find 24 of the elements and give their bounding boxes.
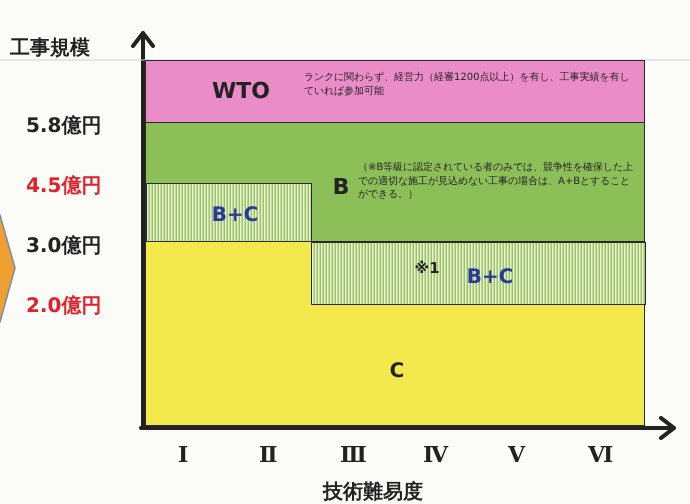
axis-title: 技術難易度: [323, 478, 423, 504]
axis-title: 工事規模: [10, 34, 90, 61]
tick-label: 2.0億円: [26, 292, 102, 319]
region-label: B+C: [210, 201, 260, 228]
tick-label: Ⅱ: [259, 442, 278, 468]
region-label: C: [388, 357, 406, 384]
note-text: ランクに関わらず、経営力（経審1200点以上）を有し、工事実績を有していれば参加可能: [304, 71, 630, 98]
note-text: （※B等級に認定されている者のみでは、競争性を確保した上での適切な施工が見込めない工事の場合は、A+Bとすることができる。）: [358, 161, 634, 202]
tick-label: Ⅲ: [340, 442, 367, 468]
b-band: [145, 122, 645, 243]
tick-label: 3.0億円: [26, 232, 102, 259]
tick-label: Ⅵ: [588, 442, 614, 468]
tick-label: 5.8億円: [26, 112, 102, 139]
hatched-region: [146, 183, 312, 243]
tick-label: Ⅰ: [178, 442, 188, 468]
tick-label: Ⅴ: [508, 442, 526, 468]
tick-label: Ⅳ: [423, 442, 448, 468]
band-label: WTO: [211, 78, 271, 106]
hatched-region: [311, 242, 646, 305]
region-label: B+C: [466, 263, 514, 290]
tick-label: 4.5億円: [26, 172, 102, 199]
wto-band: [145, 60, 645, 123]
band-label: B: [332, 174, 350, 202]
c-region: [145, 241, 645, 426]
